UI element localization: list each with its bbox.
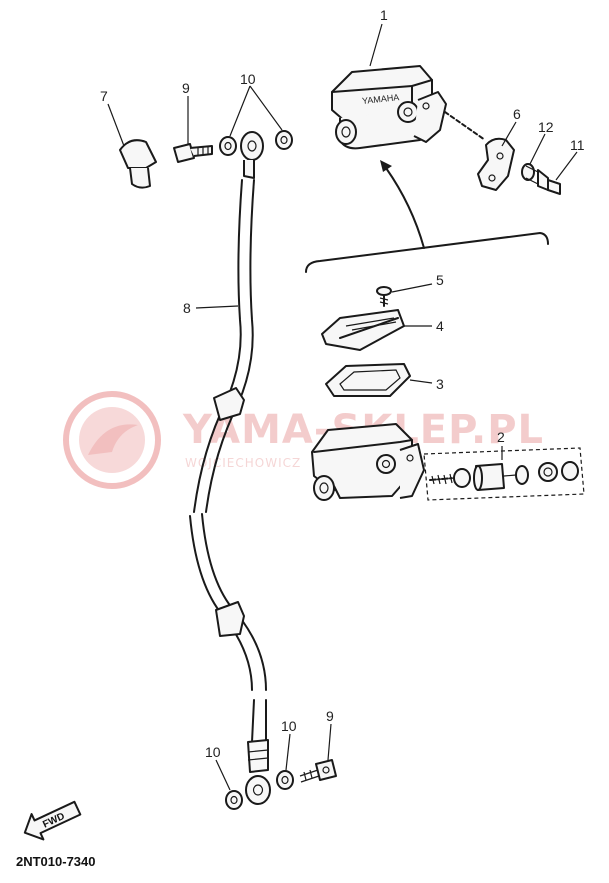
clamp-bolt — [525, 165, 561, 195]
rubber-cap — [119, 139, 157, 189]
callout-4: 4 — [436, 318, 444, 334]
callout-3: 3 — [436, 376, 444, 392]
part-code: 2NT010-7340 — [16, 854, 96, 869]
copper-washer-bottom-1 — [225, 790, 243, 810]
master-cylinder-assembly: YAMAHA — [331, 65, 486, 150]
washer-hole — [281, 775, 289, 785]
union-bolt-top — [173, 143, 213, 163]
washer-hole — [280, 135, 288, 145]
callouts: 1 2 3 4 5 6 7 8 9 9 10 10 10 11 12 — [100, 7, 585, 760]
copper-washer-top-1 — [219, 136, 237, 156]
callout-8: 8 — [183, 300, 191, 316]
hose-banjo-bottom — [245, 739, 271, 805]
reservoir-brand-text: YAMAHA — [362, 92, 400, 106]
assembly-arrow — [385, 167, 425, 249]
reservoir-cap — [321, 309, 405, 351]
callout-9-top: 9 — [182, 80, 190, 96]
callout-10-bottom-right: 10 — [281, 718, 297, 734]
assembly-arrow-head — [380, 160, 392, 172]
leader-lines — [107, 23, 578, 791]
master-cylinder-body — [311, 423, 425, 501]
callout-9-bottom: 9 — [326, 708, 334, 724]
copper-washer-top-2 — [275, 130, 293, 150]
callout-11: 11 — [570, 137, 585, 153]
hose-banjo-top — [240, 131, 264, 179]
handlebar-clamp — [477, 137, 515, 191]
callout-10-bottom-left: 10 — [205, 744, 221, 760]
piston-kit-box — [423, 447, 585, 501]
callout-10-top: 10 — [240, 71, 256, 87]
copper-washer-bottom-2 — [276, 770, 294, 790]
callout-6: 6 — [513, 106, 521, 122]
callout-7: 7 — [100, 88, 108, 104]
callout-12: 12 — [538, 119, 554, 135]
fwd-arrow: FWD — [23, 800, 82, 841]
watermark-logo-icon — [63, 391, 161, 489]
callout-2: 2 — [497, 429, 505, 445]
washer-hole — [224, 141, 232, 151]
diaphragm — [325, 363, 411, 397]
callout-5: 5 — [436, 272, 444, 288]
union-bolt-bottom — [299, 759, 337, 783]
piston-kit — [429, 461, 579, 491]
washer-hole — [230, 795, 238, 805]
cap-screw — [376, 286, 392, 307]
watermark: YAMA-SKLEP.PL WOJCIECHOWICZ — [63, 391, 543, 489]
callout-1: 1 — [380, 7, 388, 23]
brake-hose — [189, 179, 267, 743]
exploded-view-bracket — [305, 232, 549, 273]
